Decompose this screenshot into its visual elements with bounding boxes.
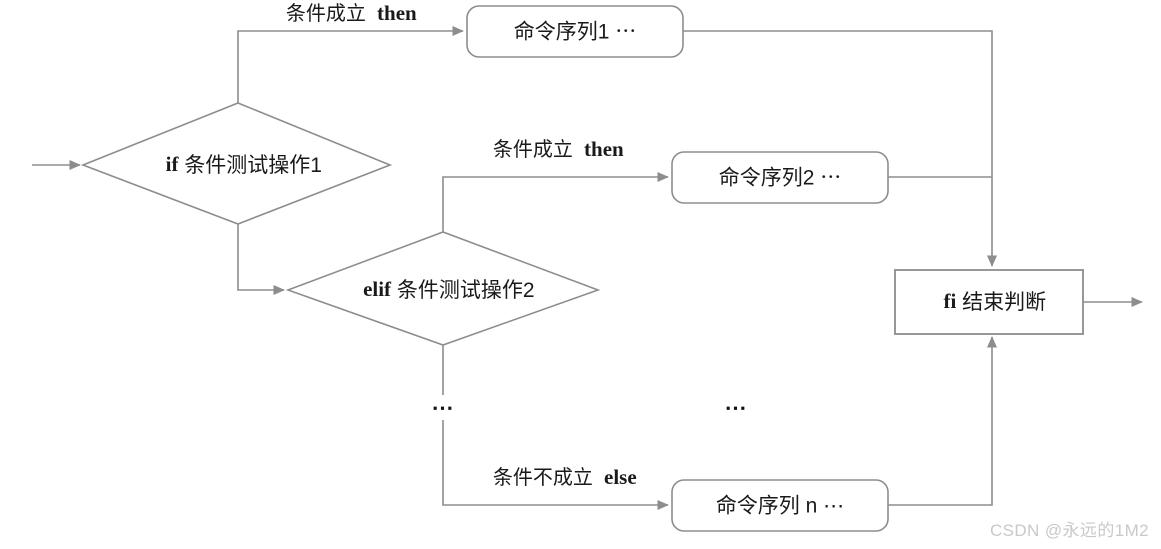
edge-label-else: 条件不成立 else — [454, 465, 664, 489]
edge-label-elif-true-keyword: then — [584, 137, 624, 161]
edge-cmd1-to-fi — [683, 30, 998, 267]
edge-label-if-true-keyword: then — [377, 1, 417, 25]
edge-label-else-keyword: else — [604, 465, 637, 489]
edge-elif-true-to-cmd2 — [442, 171, 669, 232]
end-fi-text: 结束判断 — [962, 291, 1046, 314]
edge-label-if-true-condition: 条件成立 — [286, 2, 366, 25]
ellipsis-left-mask — [428, 398, 458, 418]
edge-cmdn-to-fi — [888, 336, 998, 506]
cmd2-label: 命令序列2 ⋯ — [719, 167, 842, 190]
edge-label-else-condition: 条件不成立 — [493, 466, 593, 489]
edge-label-elif-true-condition: 条件成立 — [493, 138, 573, 161]
decision-elif-keyword: elif — [363, 277, 392, 301]
decision-if-shape[interactable] — [80, 102, 393, 225]
decision-if-text: 条件测试操作1 — [184, 154, 322, 177]
cmd2-shape[interactable] — [671, 151, 889, 204]
cmd1-label: 命令序列1 ⋯ — [514, 21, 637, 44]
decision-if-keyword: if — [166, 152, 180, 176]
edge-elif-false-to-cmdn — [442, 420, 669, 511]
edge-if-true-to-cmd1 — [237, 25, 464, 103]
decision-elif-label: elif 条件测试操作2 — [322, 277, 564, 302]
edge-label-elif-true: 条件成立 then — [454, 137, 652, 161]
edge-if-false-to-elif — [237, 224, 285, 296]
end-fi-label: fi 结束判断 — [903, 289, 1076, 314]
decision-if-label: if 条件测试操作1 — [125, 152, 351, 177]
cmd1-shape[interactable] — [466, 5, 684, 58]
edge-label-if-true: 条件成立 then — [247, 1, 445, 25]
ellipsis-left: ⋯ — [432, 395, 455, 420]
end-fi-shape[interactable] — [894, 269, 1084, 335]
ellipsis-right: ⋯ — [725, 395, 748, 420]
decision-elif-text: 条件测试操作2 — [397, 279, 535, 302]
cmdn-label: 命令序列 n ⋯ — [716, 495, 844, 518]
end-fi-keyword: fi — [943, 289, 956, 313]
watermark-label: CSDN @永远的1M2 — [989, 521, 1149, 540]
decision-elif-shape[interactable] — [285, 231, 601, 346]
cmdn-shape[interactable] — [671, 479, 889, 532]
